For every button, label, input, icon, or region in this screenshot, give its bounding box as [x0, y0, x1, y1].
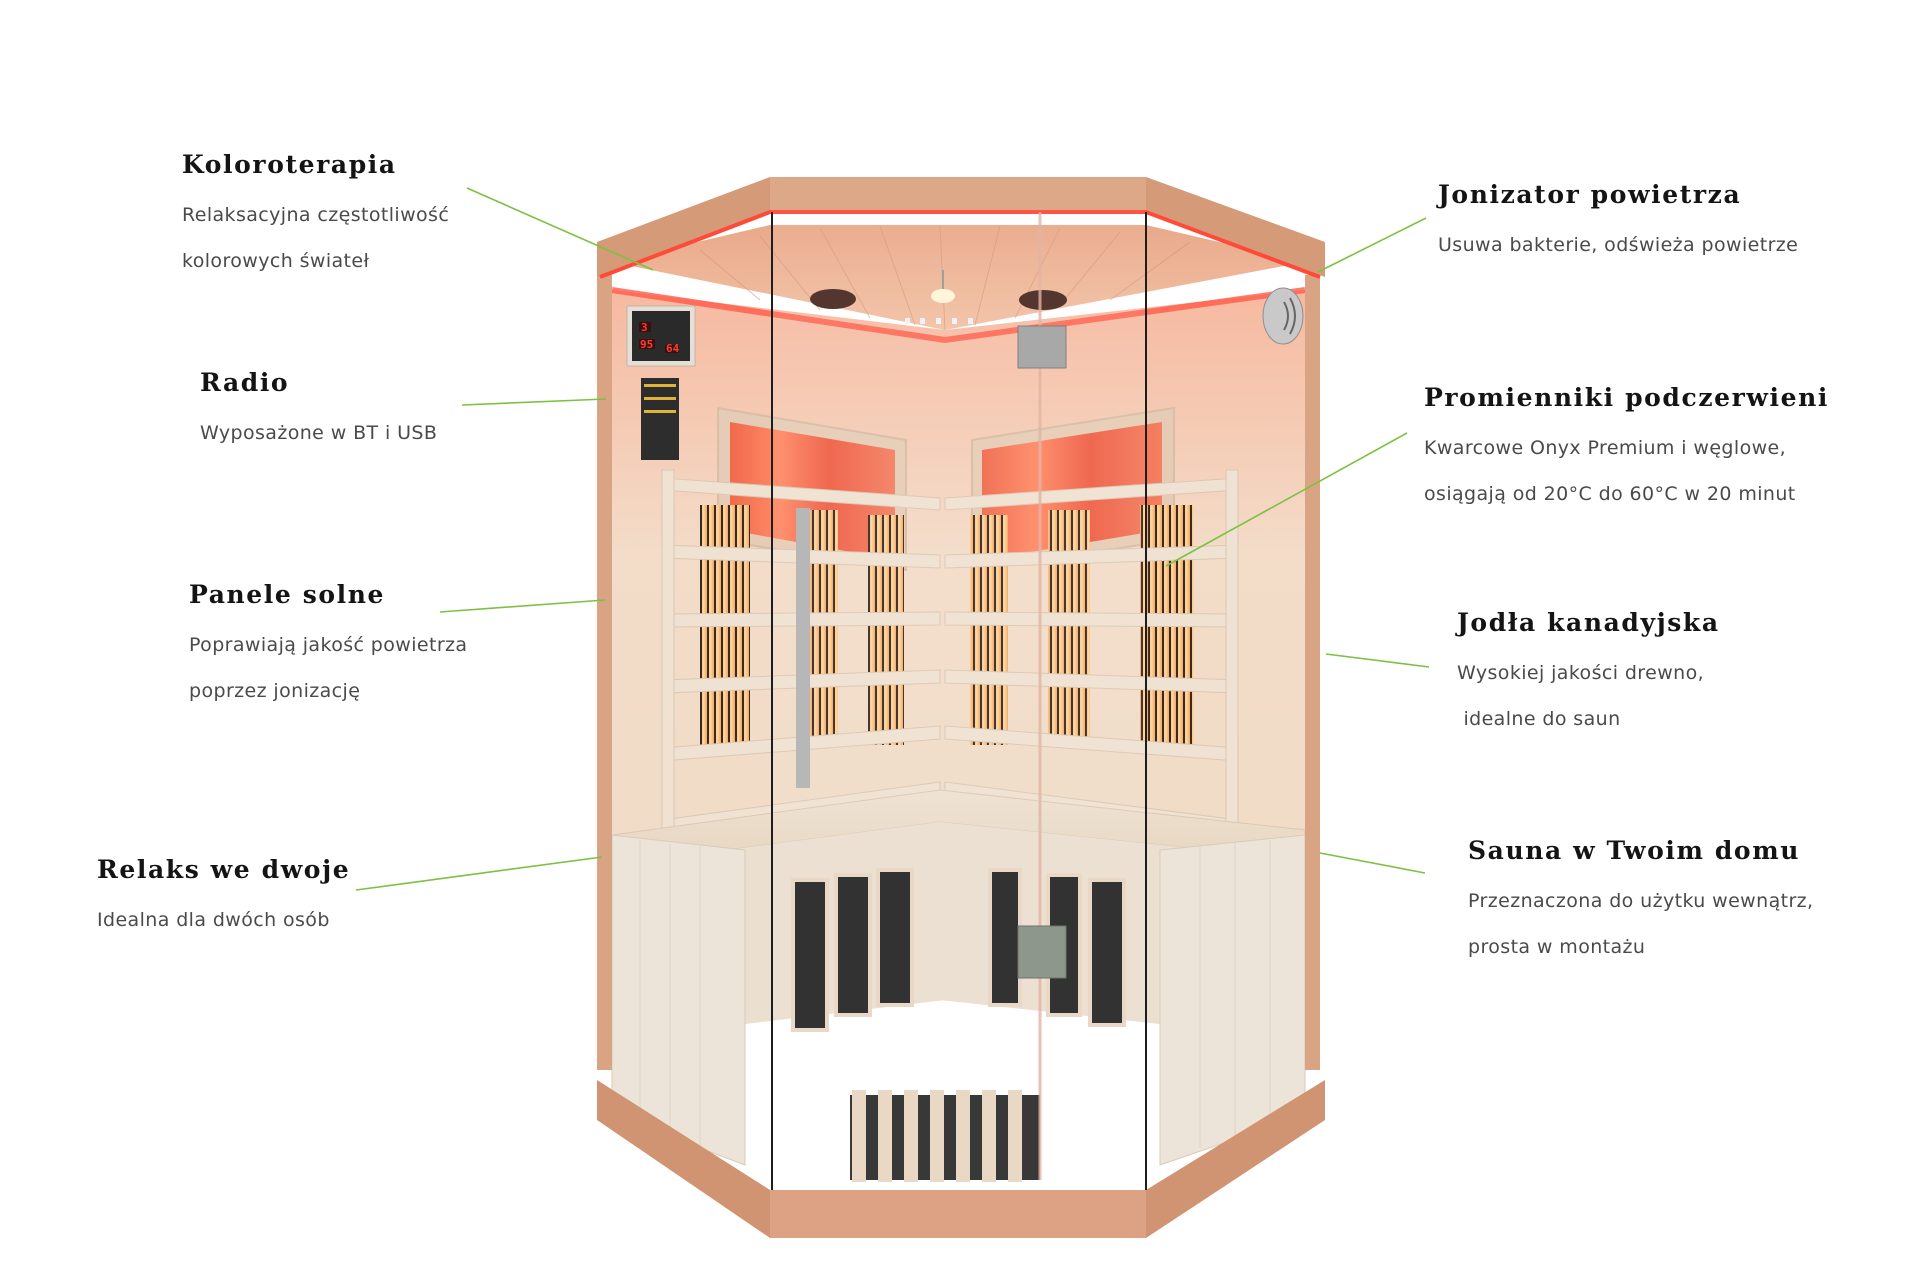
speaker-icon	[1019, 290, 1067, 310]
leader-lines	[355, 187, 1430, 891]
feature-radio: Radio Wyposażone w BT i USB	[200, 368, 437, 456]
feature-title: Sauna w Twoim domu	[1468, 836, 1801, 865]
feature-promienniki-podczerwieni: Promienniki podczerwieni Kwarcowe Onyx P…	[1424, 383, 1829, 517]
feature-desc: poprzez jonizację	[189, 680, 361, 702]
sauna-roof	[597, 177, 1325, 279]
feature-desc: Przeznaczona do użytku wewnątrz,	[1468, 890, 1814, 912]
feature-desc: Usuwa bakterie, odświeża powietrze	[1438, 234, 1799, 256]
leader-relaks	[355, 856, 603, 891]
feature-title: Relaks we dwoje	[97, 855, 351, 884]
leader-jodla	[1325, 653, 1430, 668]
feature-title: Koloroterapia	[182, 150, 397, 179]
door-hinge-bottom	[1017, 925, 1067, 979]
control-display-2: 95	[640, 338, 653, 351]
control-panel: 3 95 64	[626, 305, 696, 367]
feature-jodla-kanadyjska: Jodła kanadyjska Wysokiej jakości drewno…	[1457, 608, 1720, 742]
feature-jonizator-powietrza: Jonizator powietrza Usuwa bakterie, odśw…	[1438, 180, 1798, 268]
feature-koloroterapia: Koloroterapia Relaksacyjna częstotliwość…	[182, 150, 449, 284]
feature-relaks-we-dwoje: Relaks we dwoje Idealna dla dwóch osób	[97, 855, 350, 943]
sauna-frame	[597, 275, 1320, 1070]
leader-promienniki	[1165, 432, 1408, 567]
floor-mat	[850, 1090, 1040, 1182]
leader-jonizator	[1317, 217, 1427, 273]
feature-title: Radio	[200, 368, 290, 397]
feature-title: Jonizator powietrza	[1438, 180, 1742, 209]
leader-koloroterapia	[466, 187, 654, 271]
glass-door	[770, 210, 1147, 1190]
leader-radio	[461, 398, 607, 406]
door-hinge-top	[1017, 325, 1067, 369]
feature-title: Promienniki podczerwieni	[1424, 383, 1830, 412]
feature-panele-solne: Panele solne Poprawiają jakość powietrza…	[189, 580, 467, 714]
feature-desc: idealne do saun	[1457, 708, 1621, 730]
leader-panele-solne	[439, 599, 606, 613]
sauna-interior	[611, 225, 1306, 1182]
speaker-icon	[810, 289, 856, 309]
door-handle[interactable]	[796, 508, 810, 788]
feature-desc: prosta w montażu	[1468, 936, 1646, 958]
feature-desc: Relaksacyjna częstotliwość	[182, 204, 450, 226]
feature-desc: osiągają od 20°C do 60°C w 20 minut	[1424, 483, 1796, 505]
feature-desc: Idealna dla dwóch osób	[97, 909, 330, 931]
feature-sauna-w-twoim-domu: Sauna w Twoim domu Przeznaczona do użytk…	[1468, 836, 1814, 970]
sauna-base	[597, 1080, 1325, 1238]
feature-title: Panele solne	[189, 580, 386, 609]
control-display-3: 64	[666, 342, 680, 355]
feature-title: Jodła kanadyjska	[1457, 608, 1720, 637]
feature-desc: Poprawiają jakość powietrza	[189, 634, 468, 656]
ionizer-icon	[1262, 287, 1304, 345]
feature-desc: Wysokiej jakości drewno,	[1457, 662, 1705, 684]
control-display-1: 3	[641, 321, 648, 334]
leader-sauna-w-domu	[1319, 852, 1426, 874]
warning-label	[641, 378, 679, 460]
feature-desc: kolorowych świateł	[182, 250, 370, 272]
feature-desc: Wyposażone w BT i USB	[200, 422, 438, 444]
ceiling-lamp-icon	[931, 289, 955, 303]
feature-desc: Kwarcowe Onyx Premium i węglowe,	[1424, 437, 1787, 459]
